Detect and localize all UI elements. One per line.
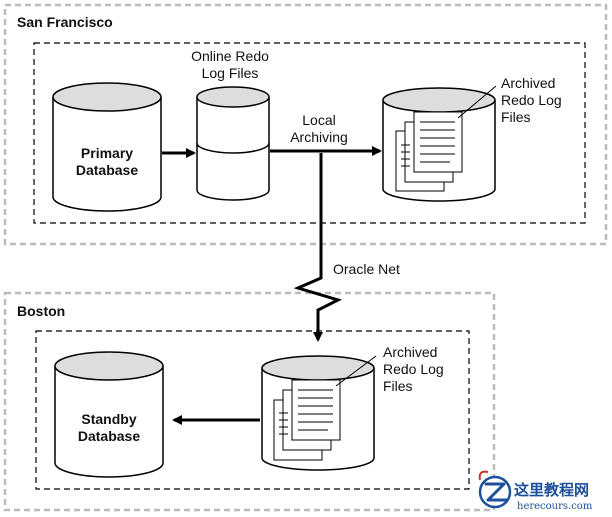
oracle-net-label: Oracle Net xyxy=(333,261,400,277)
watermark-logo: 这里教程网 herecours.com xyxy=(478,470,593,512)
primary-archived-label-line2: Redo Log xyxy=(501,92,562,108)
standby-archived-documents-icon xyxy=(273,379,341,461)
primary-database: Primary Database xyxy=(52,82,162,212)
standby-site-box xyxy=(35,330,470,490)
standby-archived-callout-line xyxy=(335,355,377,387)
online-redo-label-line2: Log Files xyxy=(202,65,259,81)
san-francisco-region xyxy=(3,3,608,246)
watermark-en-text: herecours.com xyxy=(517,501,593,512)
primary-archived-label-line3: Files xyxy=(501,109,531,125)
standby-database-label-line2: Database xyxy=(78,428,140,444)
standby-archived-label-line2: Redo Log xyxy=(383,361,444,377)
primary-archived-documents-icon xyxy=(395,111,463,192)
standby-database-label-line1: Standby xyxy=(81,411,136,427)
san-francisco-label: San Francisco xyxy=(17,14,113,30)
primary-database-label-line1: Primary xyxy=(81,145,133,161)
standby-archived-logs xyxy=(261,355,375,471)
watermark-cn-text: 这里教程网 xyxy=(514,481,589,499)
oracle-net-link xyxy=(293,153,343,342)
standby-database: Standby Database xyxy=(54,351,164,478)
boston-label: Boston xyxy=(17,303,65,319)
standby-archived-label-line1: Archived xyxy=(383,344,437,360)
online-redo-log-files xyxy=(196,86,270,201)
local-archiving-label-line2: Archiving xyxy=(290,129,348,145)
standby-archived-label-line3: Files xyxy=(383,378,413,394)
online-redo-label-line1: Online Redo xyxy=(191,48,269,64)
primary-archived-label-line1: Archived xyxy=(501,75,555,91)
local-archiving-label-line1: Local xyxy=(302,112,335,128)
watermark-z-icon xyxy=(478,470,512,509)
primary-database-label-line2: Database xyxy=(76,162,138,178)
primary-archived-logs xyxy=(382,87,496,202)
primary-archived-callout-line xyxy=(457,85,497,119)
boston-region xyxy=(3,291,496,512)
primary-site-box xyxy=(33,42,586,224)
